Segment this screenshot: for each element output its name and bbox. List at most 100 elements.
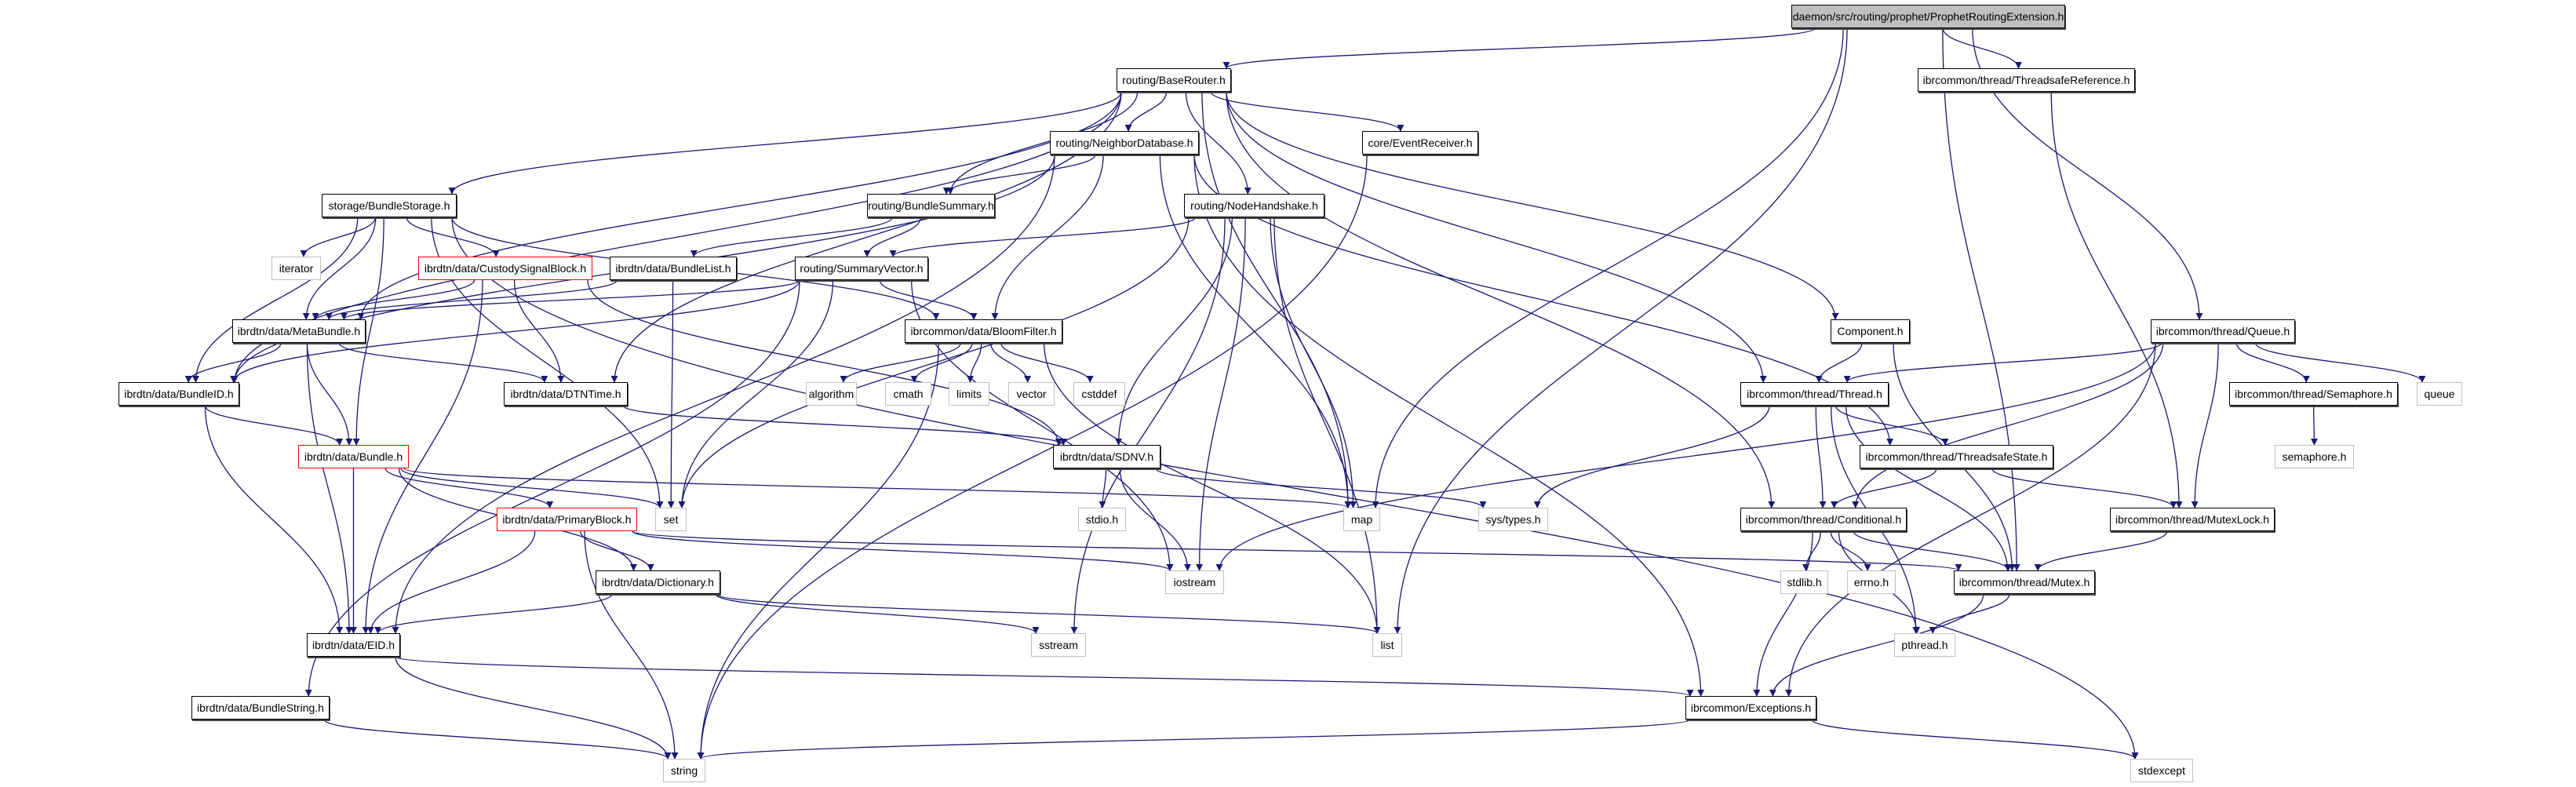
node-label: ibrdtn/data/EID.h	[312, 639, 395, 651]
node-label: set	[663, 513, 679, 526]
edge-summaryvector-to-metabundle	[341, 279, 800, 320]
node-component[interactable]: Component.h	[1831, 319, 1910, 343]
node-mutexlock[interactable]: ibrcommon/thread/MutexLock.h	[2110, 508, 2275, 531]
edge-tsstate-to-conditional	[1831, 468, 1937, 508]
edge-nodehandshake-to-map	[1270, 217, 1357, 508]
edge-prophet-to-mutex	[1942, 27, 2020, 571]
edge-neighbordb-to-map	[1159, 154, 1352, 508]
node-bundleid[interactable]: ibrdtn/data/BundleID.h	[118, 382, 239, 406]
node-label: cmath	[893, 388, 924, 400]
edge-nodehandshake-to-list	[1273, 217, 1381, 634]
node-iterator: iterator	[271, 257, 321, 280]
node-dictionary[interactable]: ibrdtn/data/Dictionary.h	[596, 570, 720, 594]
node-eid[interactable]: ibrdtn/data/EID.h	[307, 633, 400, 657]
edge-prophet-to-tsref	[1942, 27, 2022, 69]
node-summaryvector[interactable]: routing/SummaryVector.h	[795, 257, 928, 280]
edge-summaryvector-to-set	[678, 279, 834, 508]
node-bundlestorage[interactable]: storage/BundleStorage.h	[322, 194, 457, 217]
node-nodehandshake[interactable]: routing/NodeHandshake.h	[1184, 194, 1324, 217]
node-metabundle[interactable]: ibrdtn/data/MetaBundle.h	[232, 319, 366, 343]
edge-primaryblock-to-mutex	[632, 530, 1962, 571]
edge-nodehandshake-to-summaryvector	[889, 217, 1197, 257]
edge-prophet-to-list	[1394, 27, 1848, 634]
edge-bundlestorage-to-bundle	[352, 217, 384, 446]
node-prophet[interactable]: daemon/src/routing/prophet/ProphetRoutin…	[1791, 5, 2065, 28]
edge-bloomfilter-to-limits	[966, 342, 982, 383]
edge-tsstate-to-mutexlock	[1991, 468, 2177, 508]
node-bundle[interactable]: ibrdtn/data/Bundle.h	[298, 445, 409, 468]
node-label: storage/BundleStorage.h	[328, 199, 450, 212]
node-bundlestring[interactable]: ibrdtn/data/BundleString.h	[191, 696, 330, 720]
edge-primaryblock-to-iostream	[632, 530, 1174, 571]
edge-component-to-thread	[1815, 342, 1863, 383]
node-label: routing/BundleSummary.h	[868, 199, 994, 212]
node-dtntime[interactable]: ibrdtn/data/DTNTime.h	[504, 382, 628, 406]
node-cstddef: cstddef	[1073, 382, 1125, 406]
node-custody[interactable]: ibrdtn/data/CustodySignalBlock.h	[418, 257, 592, 280]
edge-queue_h-to-mutexlock	[2191, 342, 2219, 508]
edge-dtntime-to-sdnv	[622, 405, 1067, 446]
node-queue_h[interactable]: ibrcommon/thread/Queue.h	[2151, 319, 2295, 343]
edge-thread-to-systypes	[1533, 405, 1770, 508]
node-eventreceiver[interactable]: core/EventReceiver.h	[1362, 131, 1478, 155]
edge-bundlestorage-to-stdexcept	[451, 217, 2139, 760]
edge-baserouter-to-thread	[1226, 91, 1767, 383]
node-label: ibrdtn/data/PrimaryBlock.h	[502, 513, 632, 526]
node-mutex[interactable]: ibrcommon/thread/Mutex.h	[1954, 570, 2095, 594]
node-conditional[interactable]: ibrcommon/thread/Conditional.h	[1740, 508, 1907, 531]
edge-nodehandshake-to-sstream	[1070, 217, 1226, 634]
node-bundlesummary[interactable]: routing/BundleSummary.h	[867, 194, 995, 217]
node-label: cstddef	[1081, 388, 1117, 400]
node-baserouter[interactable]: routing/BaseRouter.h	[1117, 68, 1231, 92]
edge-bloomfilter-to-string	[697, 342, 939, 760]
node-label: pthread.h	[1901, 639, 1948, 651]
edge-nodehandshake-to-set	[678, 217, 1190, 508]
node-label: core/EventReceiver.h	[1368, 137, 1473, 149]
node-label: iterator	[279, 262, 314, 275]
edge-bloomfilter-to-algorithm	[840, 342, 962, 383]
node-label: ibrcommon/thread/ThreadsafeReference.h	[1922, 74, 2130, 86]
edge-bundlesummary-to-bundlelist	[690, 217, 893, 257]
edge-custody-to-sdnv	[587, 279, 1062, 446]
node-sdnv[interactable]: ibrdtn/data/SDNV.h	[1053, 445, 1160, 468]
edge-metabundle-to-eid	[306, 342, 353, 634]
edge-exceptions-to-string	[697, 719, 1691, 760]
node-semaphore_h: semaphore.h	[2275, 445, 2354, 468]
edge-queue_h-to-iostream	[1215, 342, 2156, 571]
node-algorithm: algorithm	[806, 382, 857, 406]
edge-sdnv-to-stdio	[1099, 468, 1107, 508]
node-tsref[interactable]: ibrcommon/thread/ThreadsafeReference.h	[1918, 68, 2135, 92]
node-thread[interactable]: ibrcommon/thread/Thread.h	[1740, 382, 1889, 406]
edge-conditional-to-stdlib	[1802, 530, 1821, 571]
edge-bloomfilter-to-cmath	[910, 342, 973, 383]
edge-thread-to-conditional	[1815, 405, 1827, 508]
node-label: vector	[1016, 388, 1047, 400]
node-label: ibrdtn/data/Bundle.h	[304, 450, 403, 463]
node-iostream: iostream	[1165, 570, 1224, 594]
node-label: ibrcommon/data/BloomFilter.h	[910, 325, 1057, 337]
node-tsstate[interactable]: ibrcommon/thread/ThreadsafeState.h	[1860, 445, 2053, 468]
edge-nodehandshake-to-iostream	[1196, 217, 1246, 571]
node-neighbordb[interactable]: routing/NeighborDatabase.h	[1050, 131, 1199, 155]
node-label: routing/NeighborDatabase.h	[1055, 137, 1193, 149]
edge-dictionary-to-list	[715, 593, 1381, 634]
node-string: string	[663, 759, 705, 782]
node-exceptions[interactable]: ibrcommon/Exceptions.h	[1685, 696, 1816, 720]
node-label: ibrdtn/data/SDNV.h	[1059, 450, 1154, 463]
node-bundlelist[interactable]: ibrdtn/data/BundleList.h	[610, 257, 737, 280]
node-label: stdio.h	[1085, 513, 1119, 526]
node-bloomfilter[interactable]: ibrcommon/data/BloomFilter.h	[905, 319, 1062, 343]
edge-metabundle-to-bundleid	[184, 342, 282, 383]
node-label: sstream	[1039, 639, 1078, 651]
edge-queue_h-to-conditional	[1852, 342, 2164, 508]
node-limits: limits	[949, 382, 989, 406]
node-primaryblock[interactable]: ibrdtn/data/PrimaryBlock.h	[497, 508, 637, 531]
edge-custody-to-dtntime	[513, 279, 565, 383]
node-semaphore[interactable]: ibrcommon/thread/Semaphore.h	[2229, 382, 2398, 406]
edge-baserouter-to-conditional	[1226, 91, 1776, 508]
edge-bundleid-to-eid	[204, 405, 344, 634]
node-label: ibrcommon/thread/ThreadsafeState.h	[1865, 450, 2048, 463]
edge-baserouter-to-neighbordb	[1124, 91, 1168, 132]
edge-bloomfilter-to-list	[1044, 342, 1381, 634]
